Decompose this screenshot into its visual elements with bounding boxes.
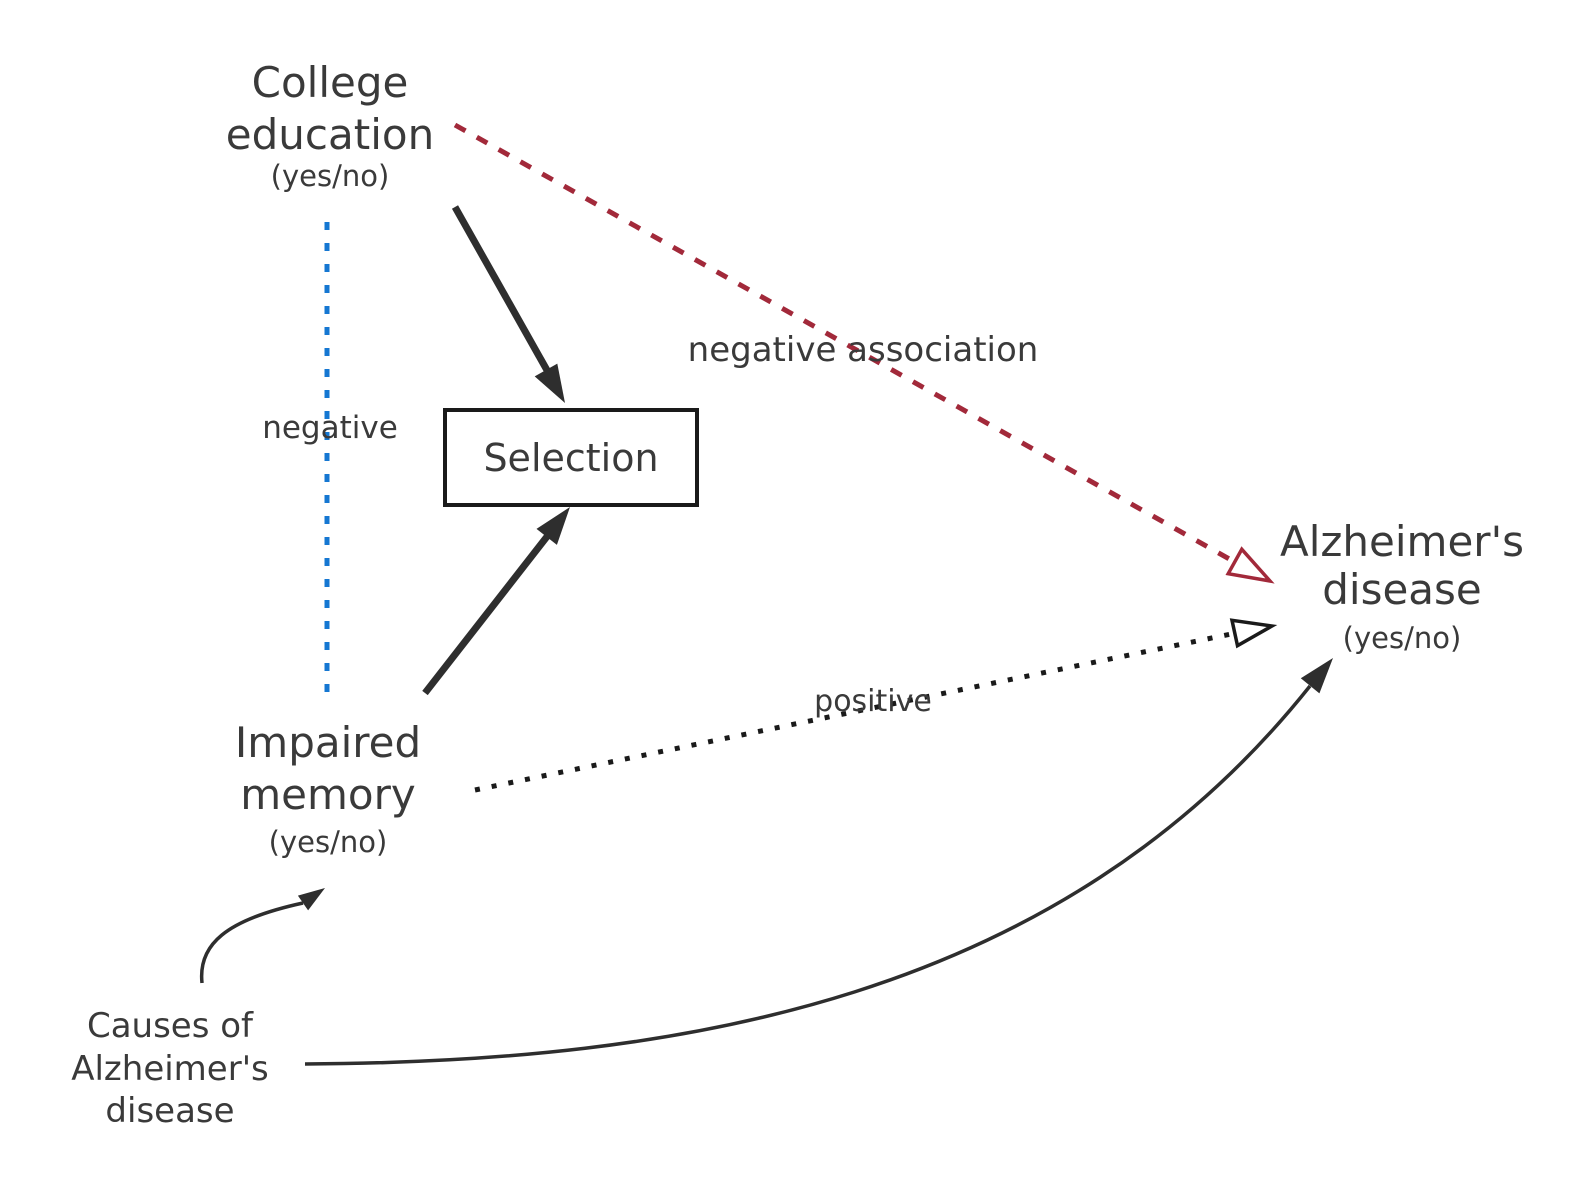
college-education-label-line1: College: [252, 58, 409, 107]
college-education-label-line2: education: [226, 110, 434, 159]
edge-college-selection-arrowhead: [534, 363, 565, 403]
edge-causes-impaired-arrow: [199, 901, 304, 984]
edge-label-negative: negative: [262, 410, 398, 446]
alzheimers-disease-label-line1: Alzheimer's: [1280, 517, 1524, 566]
causes-of-alzheimers-label-line3: disease: [105, 1091, 234, 1131]
selection-node-label: Selection: [483, 436, 658, 480]
edge-impaired-alzheimers-dotted-line: [474, 630, 1237, 793]
college-education-subtitle: (yes/no): [271, 159, 390, 193]
edge-causes-alzheimers-arrowhead: [1300, 658, 1333, 694]
edge-college-alzheimers-open-arrowhead: [1225, 546, 1275, 584]
alzheimers-disease-subtitle: (yes/no): [1343, 621, 1462, 655]
edge-label-negative-association: negative association: [688, 330, 1039, 370]
alzheimers-disease-label-line2: disease: [1322, 565, 1482, 614]
causes-of-alzheimers-label-line1: Causes of: [87, 1006, 254, 1046]
edge-causes-alzheimers-arrow: [304, 684, 1312, 1066]
impaired-memory-label-line2: memory: [240, 770, 416, 819]
edge-impaired-alzheimers-open-arrowhead: [1229, 618, 1278, 649]
edge-causes-impaired-arrowhead: [297, 888, 325, 911]
selection-node-box: [443, 408, 699, 507]
causes-of-alzheimers-label-line2: Alzheimer's: [71, 1049, 269, 1089]
edge-impaired-selection-arrowhead: [536, 507, 570, 545]
edge-label-positive: positive: [814, 684, 932, 719]
impaired-memory-label-line1: Impaired: [235, 718, 421, 767]
edge-college-selection-arrow: [451, 205, 552, 374]
edge-impaired-selection-arrow: [422, 531, 552, 696]
impaired-memory-subtitle: (yes/no): [269, 825, 388, 859]
